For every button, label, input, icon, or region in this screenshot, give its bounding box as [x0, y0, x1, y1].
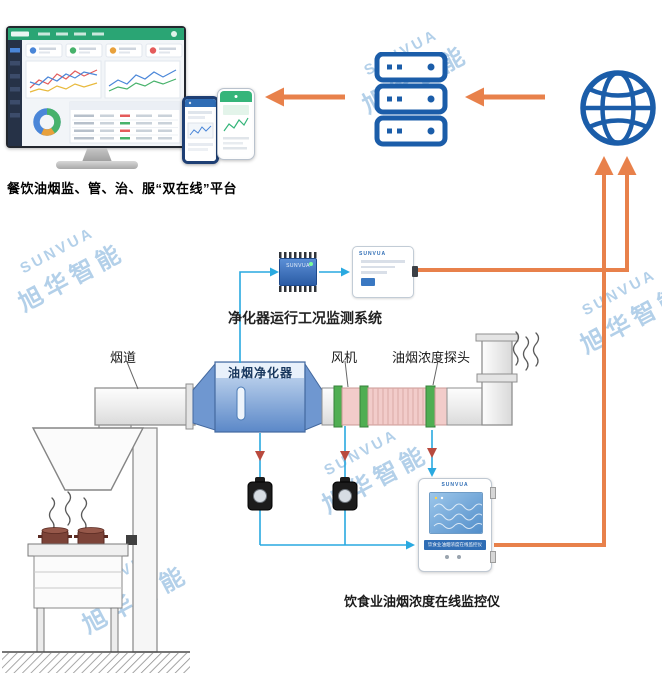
cooking-stove [27, 527, 129, 653]
mobile-phone [217, 88, 255, 160]
kitchen-exhaust-drawing [2, 331, 540, 673]
device-text-line [361, 260, 405, 263]
purifier-handle [236, 386, 246, 421]
data-collector-device: SUNVUA [279, 252, 317, 292]
mobile-phone [182, 96, 219, 164]
watermark: SUNVUA 旭华智能 [2, 216, 130, 318]
stat-cards [25, 43, 183, 58]
mounting-tab [490, 487, 496, 499]
data-table [69, 101, 181, 144]
fume-purifier-unit [192, 361, 323, 433]
label-fan: 风机 [331, 350, 358, 365]
cooking-pot [38, 527, 72, 547]
terminal-pins-bottom [279, 286, 317, 292]
duct-pink-tail [434, 387, 448, 426]
label-duct: 烟道 [110, 350, 137, 365]
fume-concentration-monitor-device: SUNVUA 饮食业油烟浓度在线监控仪 [418, 478, 496, 572]
device-text-line [361, 271, 387, 274]
fume-probe-band [425, 385, 436, 428]
monitor-base [56, 161, 138, 169]
line-chart-panel [25, 60, 102, 99]
phone-screen [185, 99, 216, 161]
watermark-brand-cn: 旭华智能 [14, 238, 130, 318]
dashboard-sidebar [8, 40, 22, 146]
duct-left-segment [94, 387, 196, 426]
exhaust-column [126, 427, 158, 653]
device-nameplate: 饮食业油烟浓度在线监控仪 [424, 540, 486, 550]
collector-body: SUNVUA [279, 258, 317, 286]
watermark-brand-en: SUNVUA [17, 224, 98, 278]
globe-icon [580, 70, 656, 146]
monitor-stand [82, 148, 112, 162]
collector-brand: SUNVUA [286, 263, 310, 269]
desktop-monitor [6, 26, 186, 148]
device-screen [429, 492, 483, 534]
device-brand: SUNVUA [359, 251, 387, 257]
dashboard-screen [8, 28, 184, 146]
mounting-tab [490, 551, 496, 563]
cooking-pot [74, 527, 108, 547]
flexible-hose [367, 387, 427, 426]
device-brand: SUNVUA [441, 482, 469, 488]
device-display-chip [361, 277, 375, 286]
platform-caption: 餐饮油烟监、管、治、服“双在线”平台 [7, 181, 238, 196]
watermark-brand-en: SUNVUA [579, 266, 660, 320]
kitchen-hood [31, 427, 145, 491]
donut-chart [33, 108, 61, 136]
line-chart-panel [104, 60, 181, 99]
device-text-line [361, 265, 395, 268]
device-buttons [445, 555, 461, 559]
label-online-monitor: 饮食业油烟浓度在线监控仪 [344, 594, 501, 609]
terminal-pins-top [279, 252, 317, 258]
exhaust-fan [333, 385, 369, 428]
label-purifier-monitor-system: 净化器运行工况监测系统 [228, 310, 382, 326]
label-probe: 油烟浓度探头 [392, 350, 471, 365]
duct-right-segment [446, 387, 486, 426]
dashboard-content [8, 28, 184, 146]
duct-flange-left [185, 383, 194, 430]
vertical-outlet-pipe [475, 333, 519, 426]
cooking-steam [48, 491, 88, 532]
status-led [309, 262, 313, 266]
duct-mid-segment [321, 387, 335, 426]
antenna-connector [412, 266, 418, 277]
phone-screen [220, 91, 252, 157]
floor-hatching [2, 651, 190, 673]
purifier-status-monitor-device: SUNVUA [352, 246, 418, 298]
server-stack-icon [374, 52, 448, 147]
label-purifier: 油烟净化器 [228, 366, 294, 380]
